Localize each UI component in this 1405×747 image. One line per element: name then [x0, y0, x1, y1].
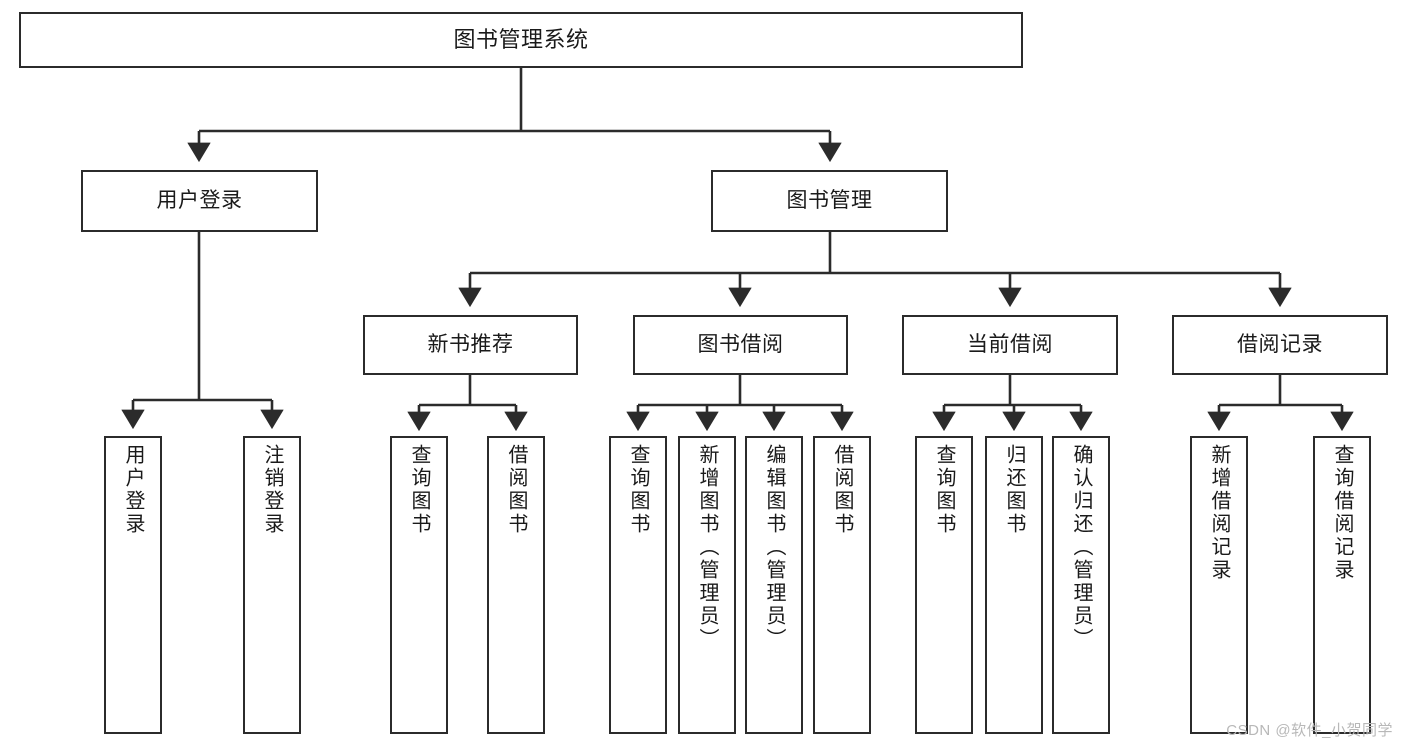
node-book-management-label: 图书管理 [786, 189, 873, 213]
node-current-borrow-label: 当前借阅 [967, 333, 1053, 357]
node-root[interactable]: 图书管理系统 [19, 12, 1023, 68]
node-borrow-records-label: 借阅记录 [1237, 333, 1323, 357]
leaf-add-book-admin-label: 新增图书（管理员） [696, 444, 718, 651]
connectors [121, 68, 1354, 432]
leaf-query-borrow-record-label: 查询借阅记录 [1331, 444, 1353, 582]
leaf-borrow-books-new[interactable]: 借阅图书 [487, 436, 545, 734]
node-root-label: 图书管理系统 [453, 26, 589, 52]
leaf-return-books-label: 归还图书 [1003, 444, 1025, 536]
leaf-add-book-admin[interactable]: 新增图书（管理员） [678, 436, 736, 734]
node-book-borrow[interactable]: 图书借阅 [633, 315, 848, 375]
leaf-query-books-borrow[interactable]: 查询图书 [609, 436, 667, 734]
leaf-query-books-new[interactable]: 查询图书 [390, 436, 448, 734]
leaf-user-login-label: 用户登录 [122, 444, 144, 536]
node-current-borrow[interactable]: 当前借阅 [902, 315, 1118, 375]
node-user-login-label: 用户登录 [156, 189, 243, 213]
leaf-query-borrow-record[interactable]: 查询借阅记录 [1313, 436, 1371, 734]
leaf-query-books-borrow-label: 查询图书 [627, 444, 649, 536]
leaf-confirm-return-admin[interactable]: 确认归还（管理员） [1052, 436, 1110, 734]
leaf-logout[interactable]: 注销登录 [243, 436, 301, 734]
leaf-user-login[interactable]: 用户登录 [104, 436, 162, 734]
leaf-add-borrow-record-label: 新增借阅记录 [1208, 444, 1230, 582]
leaf-edit-book-admin-label: 编辑图书（管理员） [763, 444, 785, 651]
leaf-return-books[interactable]: 归还图书 [985, 436, 1043, 734]
leaf-borrow-books-label: 借阅图书 [831, 444, 853, 536]
leaf-query-books-current[interactable]: 查询图书 [915, 436, 973, 734]
node-book-management[interactable]: 图书管理 [711, 170, 948, 232]
leaf-borrow-books-new-label: 借阅图书 [505, 444, 527, 536]
node-borrow-records[interactable]: 借阅记录 [1172, 315, 1388, 375]
leaf-borrow-books[interactable]: 借阅图书 [813, 436, 871, 734]
node-new-book-recommend[interactable]: 新书推荐 [363, 315, 578, 375]
leaf-confirm-return-admin-label: 确认归还（管理员） [1070, 444, 1092, 651]
leaf-logout-label: 注销登录 [261, 444, 283, 536]
node-user-login[interactable]: 用户登录 [81, 170, 318, 232]
leaf-query-books-current-label: 查询图书 [933, 444, 955, 536]
leaf-add-borrow-record[interactable]: 新增借阅记录 [1190, 436, 1248, 734]
leaf-edit-book-admin[interactable]: 编辑图书（管理员） [745, 436, 803, 734]
node-book-borrow-label: 图书借阅 [697, 333, 784, 357]
leaf-query-books-new-label: 查询图书 [408, 444, 430, 536]
node-new-book-recommend-label: 新书推荐 [427, 333, 514, 357]
